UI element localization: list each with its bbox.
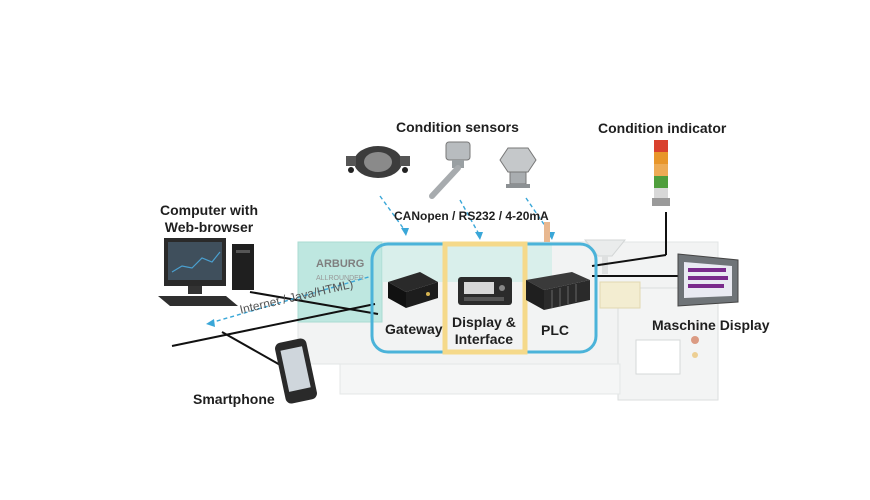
computer-icon: [158, 238, 254, 306]
computer-label: Computer with Web-browser: [160, 202, 258, 236]
display-interface-icon: [458, 277, 512, 305]
display-frame: [442, 241, 528, 355]
connector-icon: [544, 222, 550, 242]
maschine-display-label: Maschine Display: [652, 317, 770, 333]
bus-label: CANopen / RS232 / 4-20mA: [394, 209, 549, 223]
condition-sensors-label: Condition sensors: [396, 119, 519, 135]
gateway-label: Gateway: [385, 321, 443, 337]
display-label-line1: Display &: [452, 314, 516, 330]
machine-brand-text: ARBURG: [316, 258, 364, 270]
network-lines: [171, 212, 680, 367]
machine-model-text: ALLROUNDER: [316, 275, 364, 282]
signal-tower-icon: [652, 140, 670, 206]
sensor-icon: [429, 141, 471, 199]
plc-label: PLC: [541, 322, 569, 338]
smartphone-icon: [275, 338, 317, 404]
computer-label-line1: Computer with: [160, 202, 258, 218]
arrow-heads: [206, 228, 555, 327]
computer-label-line2: Web-browser: [164, 219, 254, 235]
display-interface-label: Display & Interface: [452, 314, 516, 348]
condition-indicator-label: Condition indicator: [598, 120, 727, 136]
display-label-line2: Interface: [454, 331, 514, 347]
smartphone-label: Smartphone: [193, 391, 275, 407]
monitor-icon: [677, 253, 739, 307]
sensor-icon: [346, 146, 410, 178]
sensor-icon: [499, 147, 537, 188]
gateway-icon: [388, 272, 438, 308]
plc-icon: [526, 272, 590, 310]
